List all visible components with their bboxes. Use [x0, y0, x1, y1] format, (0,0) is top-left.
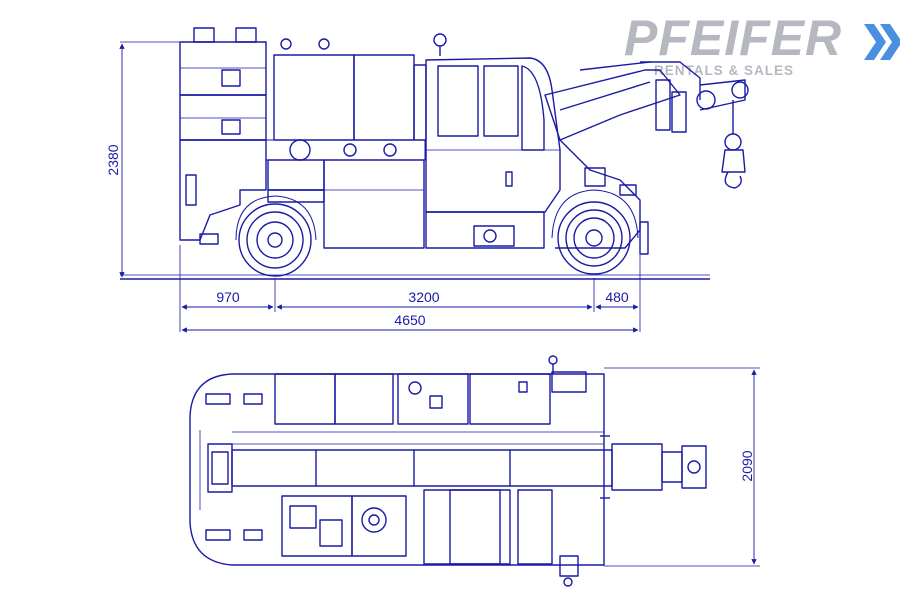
brand-name: PFEIFER	[624, 10, 843, 66]
top-view	[189, 355, 760, 587]
brand-tagline: RENTALS & SALES	[654, 63, 795, 78]
dim-overall-width: 2090	[739, 450, 755, 481]
side-view	[119, 27, 749, 333]
dim-wheelbase: 3200	[408, 289, 439, 305]
dim-overall-length: 4650	[394, 312, 425, 328]
dim-rear-overhang: 480	[605, 289, 629, 305]
dim-overall-height: 2380	[105, 144, 121, 175]
brand-logo: PFEIFER RENTALS & SALES	[624, 10, 900, 90]
chevron-icon	[864, 24, 900, 60]
dim-front-overhang: 970	[216, 289, 240, 305]
